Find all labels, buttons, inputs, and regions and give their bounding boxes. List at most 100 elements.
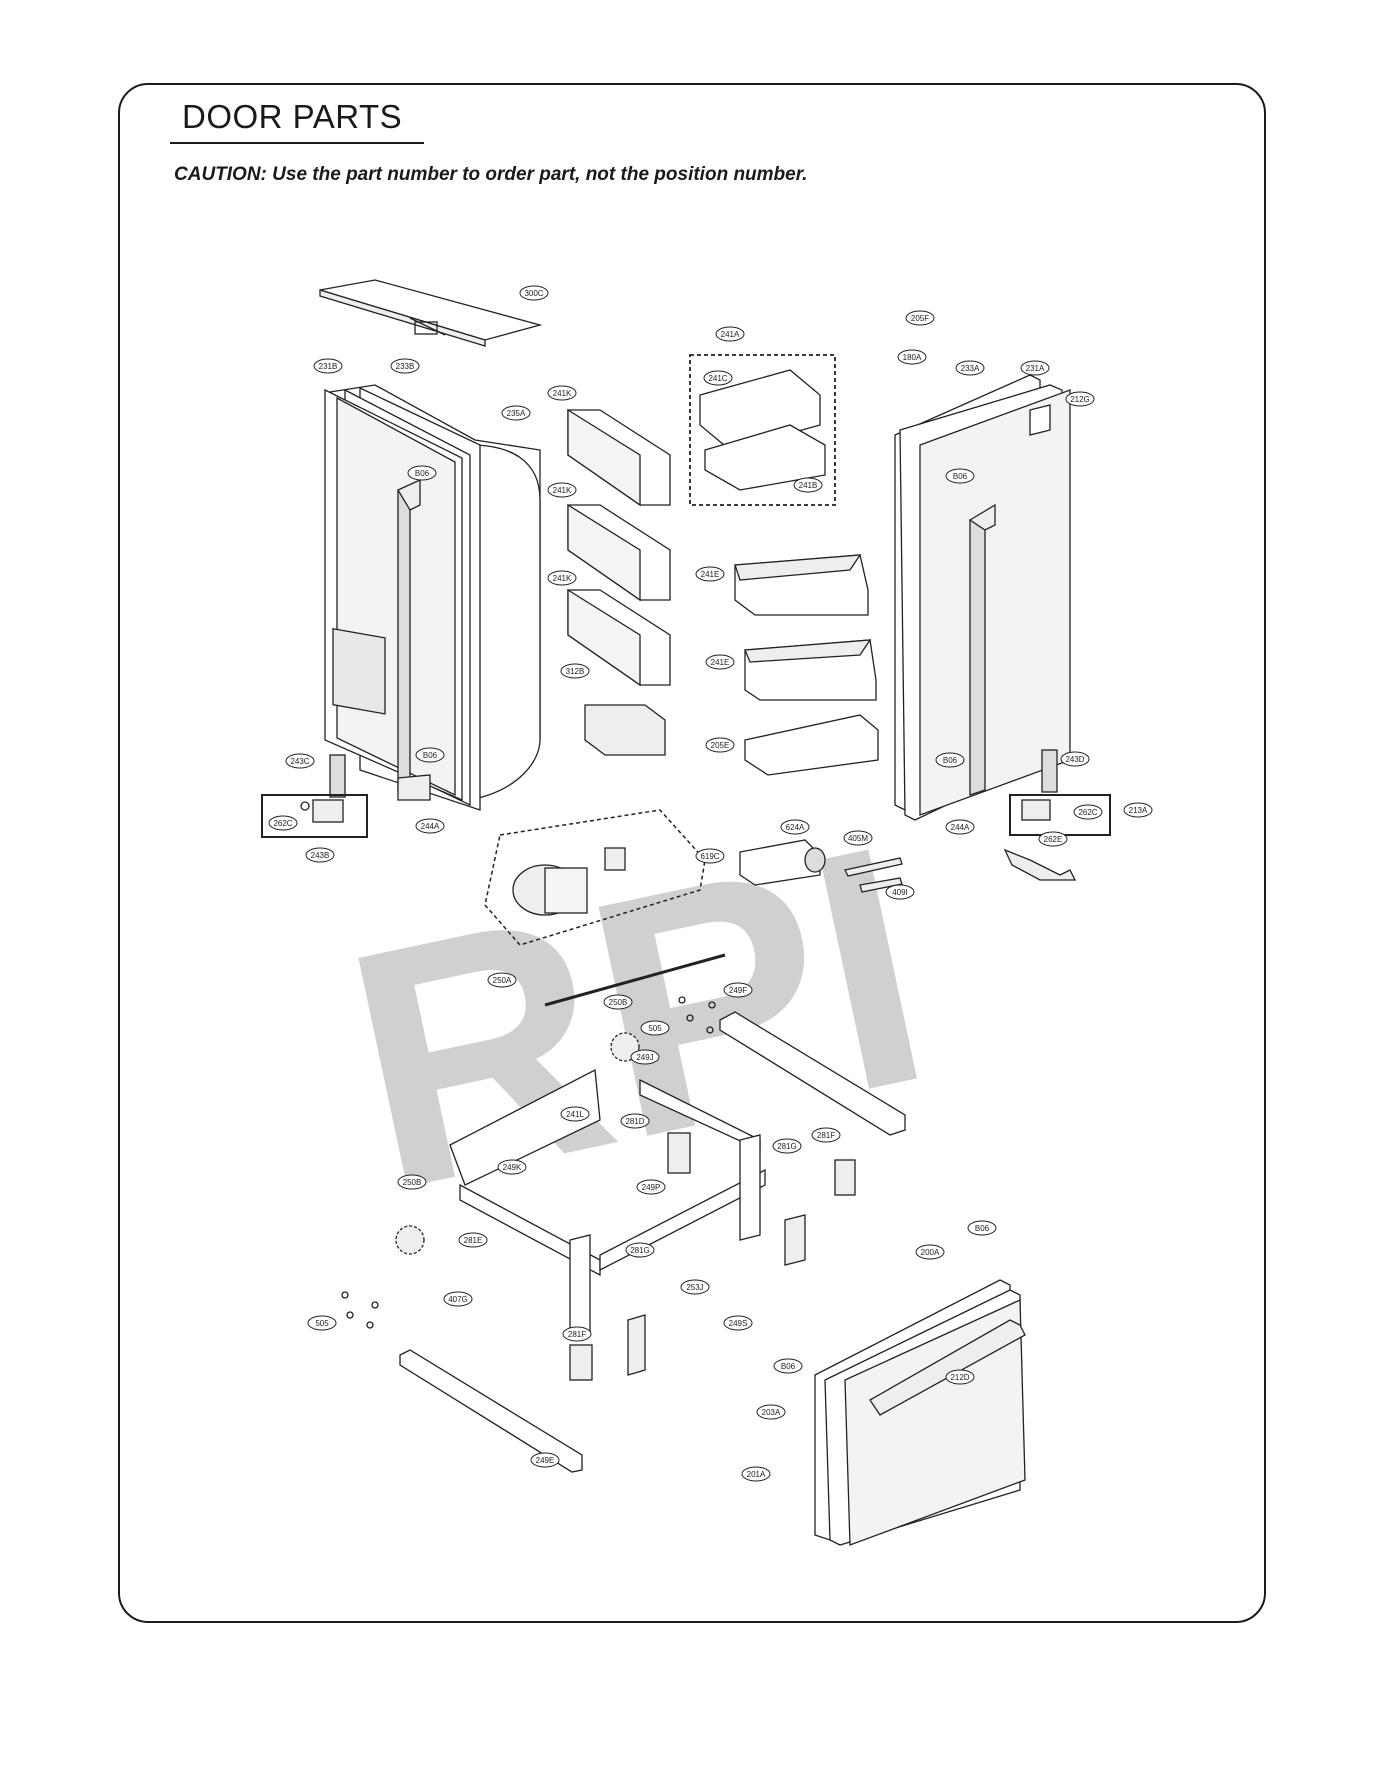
right-bins [734,554,879,776]
svg-text:241K: 241K [553,389,572,398]
drawer-frame [449,1068,766,1336]
callout-233A: 233A [955,360,985,376]
hinge-cover-part [319,279,543,347]
svg-text:200A: 200A [921,1248,940,1257]
svg-text:205F: 205F [911,314,929,323]
callout-241K-3: 241K [547,570,577,586]
callout-233B: 233B [390,358,420,374]
callout-244A-right: 244A [945,819,975,835]
svg-text:180A: 180A [903,353,922,362]
svg-text:300C: 300C [524,289,543,298]
filter-cartridge [739,839,826,886]
callout-241E-1: 241E [695,566,725,582]
callout-281E: 281E [458,1232,488,1248]
callout-262C-right: 262C [1073,804,1103,820]
callout-241B: 241B [793,477,823,493]
gear-part-lower [395,1225,425,1255]
svg-text:312B: 312B [566,667,585,676]
page-frame [118,83,1266,1623]
svg-text:262E: 262E [1044,835,1063,844]
svg-text:213A: 213A [1129,806,1148,815]
svg-text:250A: 250A [493,976,512,985]
svg-text:281F: 281F [568,1330,586,1339]
callout-250A: 250A [487,972,517,988]
callout-212D: 212D [945,1369,975,1385]
callout-409I: 409I [885,884,915,900]
callout-249K: 249K [497,1159,527,1175]
callout-312B: 312B [560,663,590,679]
svg-text:244A: 244A [421,822,440,831]
callout-180A: 180A [897,349,927,365]
callout-619C: 619C [695,848,725,864]
callout-624A: 624A [780,819,810,835]
svg-text:241E: 241E [711,658,730,667]
freezer-door-part [814,1279,1026,1546]
callout-205E: 205E [705,737,735,753]
svg-text:253J: 253J [686,1283,703,1292]
svg-text:262C: 262C [273,819,292,828]
svg-text:235A: 235A [507,409,526,418]
svg-text:B06: B06 [423,751,438,760]
callout-241A: 241A [715,326,745,342]
callout-405M: 405M [843,830,873,846]
page-title: DOOR PARTS [182,98,403,135]
svg-text:212G: 212G [1070,395,1090,404]
water-filter-housing [484,809,706,946]
svg-text:249F: 249F [729,986,747,995]
svg-text:281F: 281F [817,1131,835,1140]
svg-text:B06: B06 [781,1362,796,1371]
svg-text:233B: 233B [396,362,415,371]
left-door-part [324,384,541,811]
small-bar-parts [844,857,903,893]
callout-200A: 200A [915,1244,945,1260]
svg-text:243D: 243D [1065,755,1084,764]
svg-text:243B: 243B [311,851,330,860]
callout-407G: 407G [443,1291,473,1307]
callout-241C: 241C [703,370,733,386]
svg-text:407G: 407G [448,1295,468,1304]
callout-B06-right: B06 [945,468,975,484]
svg-text:B06: B06 [975,1224,990,1233]
svg-text:241C: 241C [708,374,727,383]
callout-249J: 249J [630,1049,660,1065]
svg-text:205E: 205E [711,741,730,750]
screw-parts [341,996,716,1329]
callout-300C: 300C [519,285,549,301]
callout-281F-2: 281F [562,1326,592,1342]
svg-text:241E: 241E [701,570,720,579]
callout-labels: 300C 231B 233B 235A B06 241K 241A 241C 2… [268,285,1153,1482]
callout-249E: 249E [530,1452,560,1468]
callout-205F: 205F [905,310,935,326]
right-hinge-parts [1003,749,1111,881]
callout-505-1: 505 [640,1020,670,1036]
svg-text:405M: 405M [848,834,868,843]
svg-text:241A: 241A [721,330,740,339]
rail-part [719,1011,906,1136]
svg-text:619C: 619C [700,852,719,861]
svg-text:203A: 203A [762,1408,781,1417]
callout-203A: 203A [756,1404,786,1420]
part-drawings [261,279,1111,1546]
svg-text:249P: 249P [642,1183,661,1192]
svg-text:241K: 241K [553,486,572,495]
svg-text:231B: 231B [319,362,338,371]
svg-text:249J: 249J [636,1053,653,1062]
svg-text:241L: 241L [566,1110,584,1119]
door-bins-column [567,408,671,756]
svg-text:244A: 244A [951,823,970,832]
callout-B06-right-lower: B06 [935,752,965,768]
svg-text:B06: B06 [415,469,430,478]
left-hinge-parts [261,754,368,838]
callout-262C-left: 262C [268,815,298,831]
svg-text:243C: 243C [290,757,309,766]
svg-text:281G: 281G [630,1246,650,1255]
door-strip [544,953,726,1007]
svg-text:505: 505 [648,1024,662,1033]
callout-213A: 213A [1123,802,1153,818]
svg-text:505: 505 [315,1319,329,1328]
callout-231B: 231B [313,358,343,374]
svg-text:241K: 241K [553,574,572,583]
svg-text:231A: 231A [1026,364,1045,373]
callout-249P: 249P [636,1179,666,1195]
svg-text:250B: 250B [609,998,628,1007]
